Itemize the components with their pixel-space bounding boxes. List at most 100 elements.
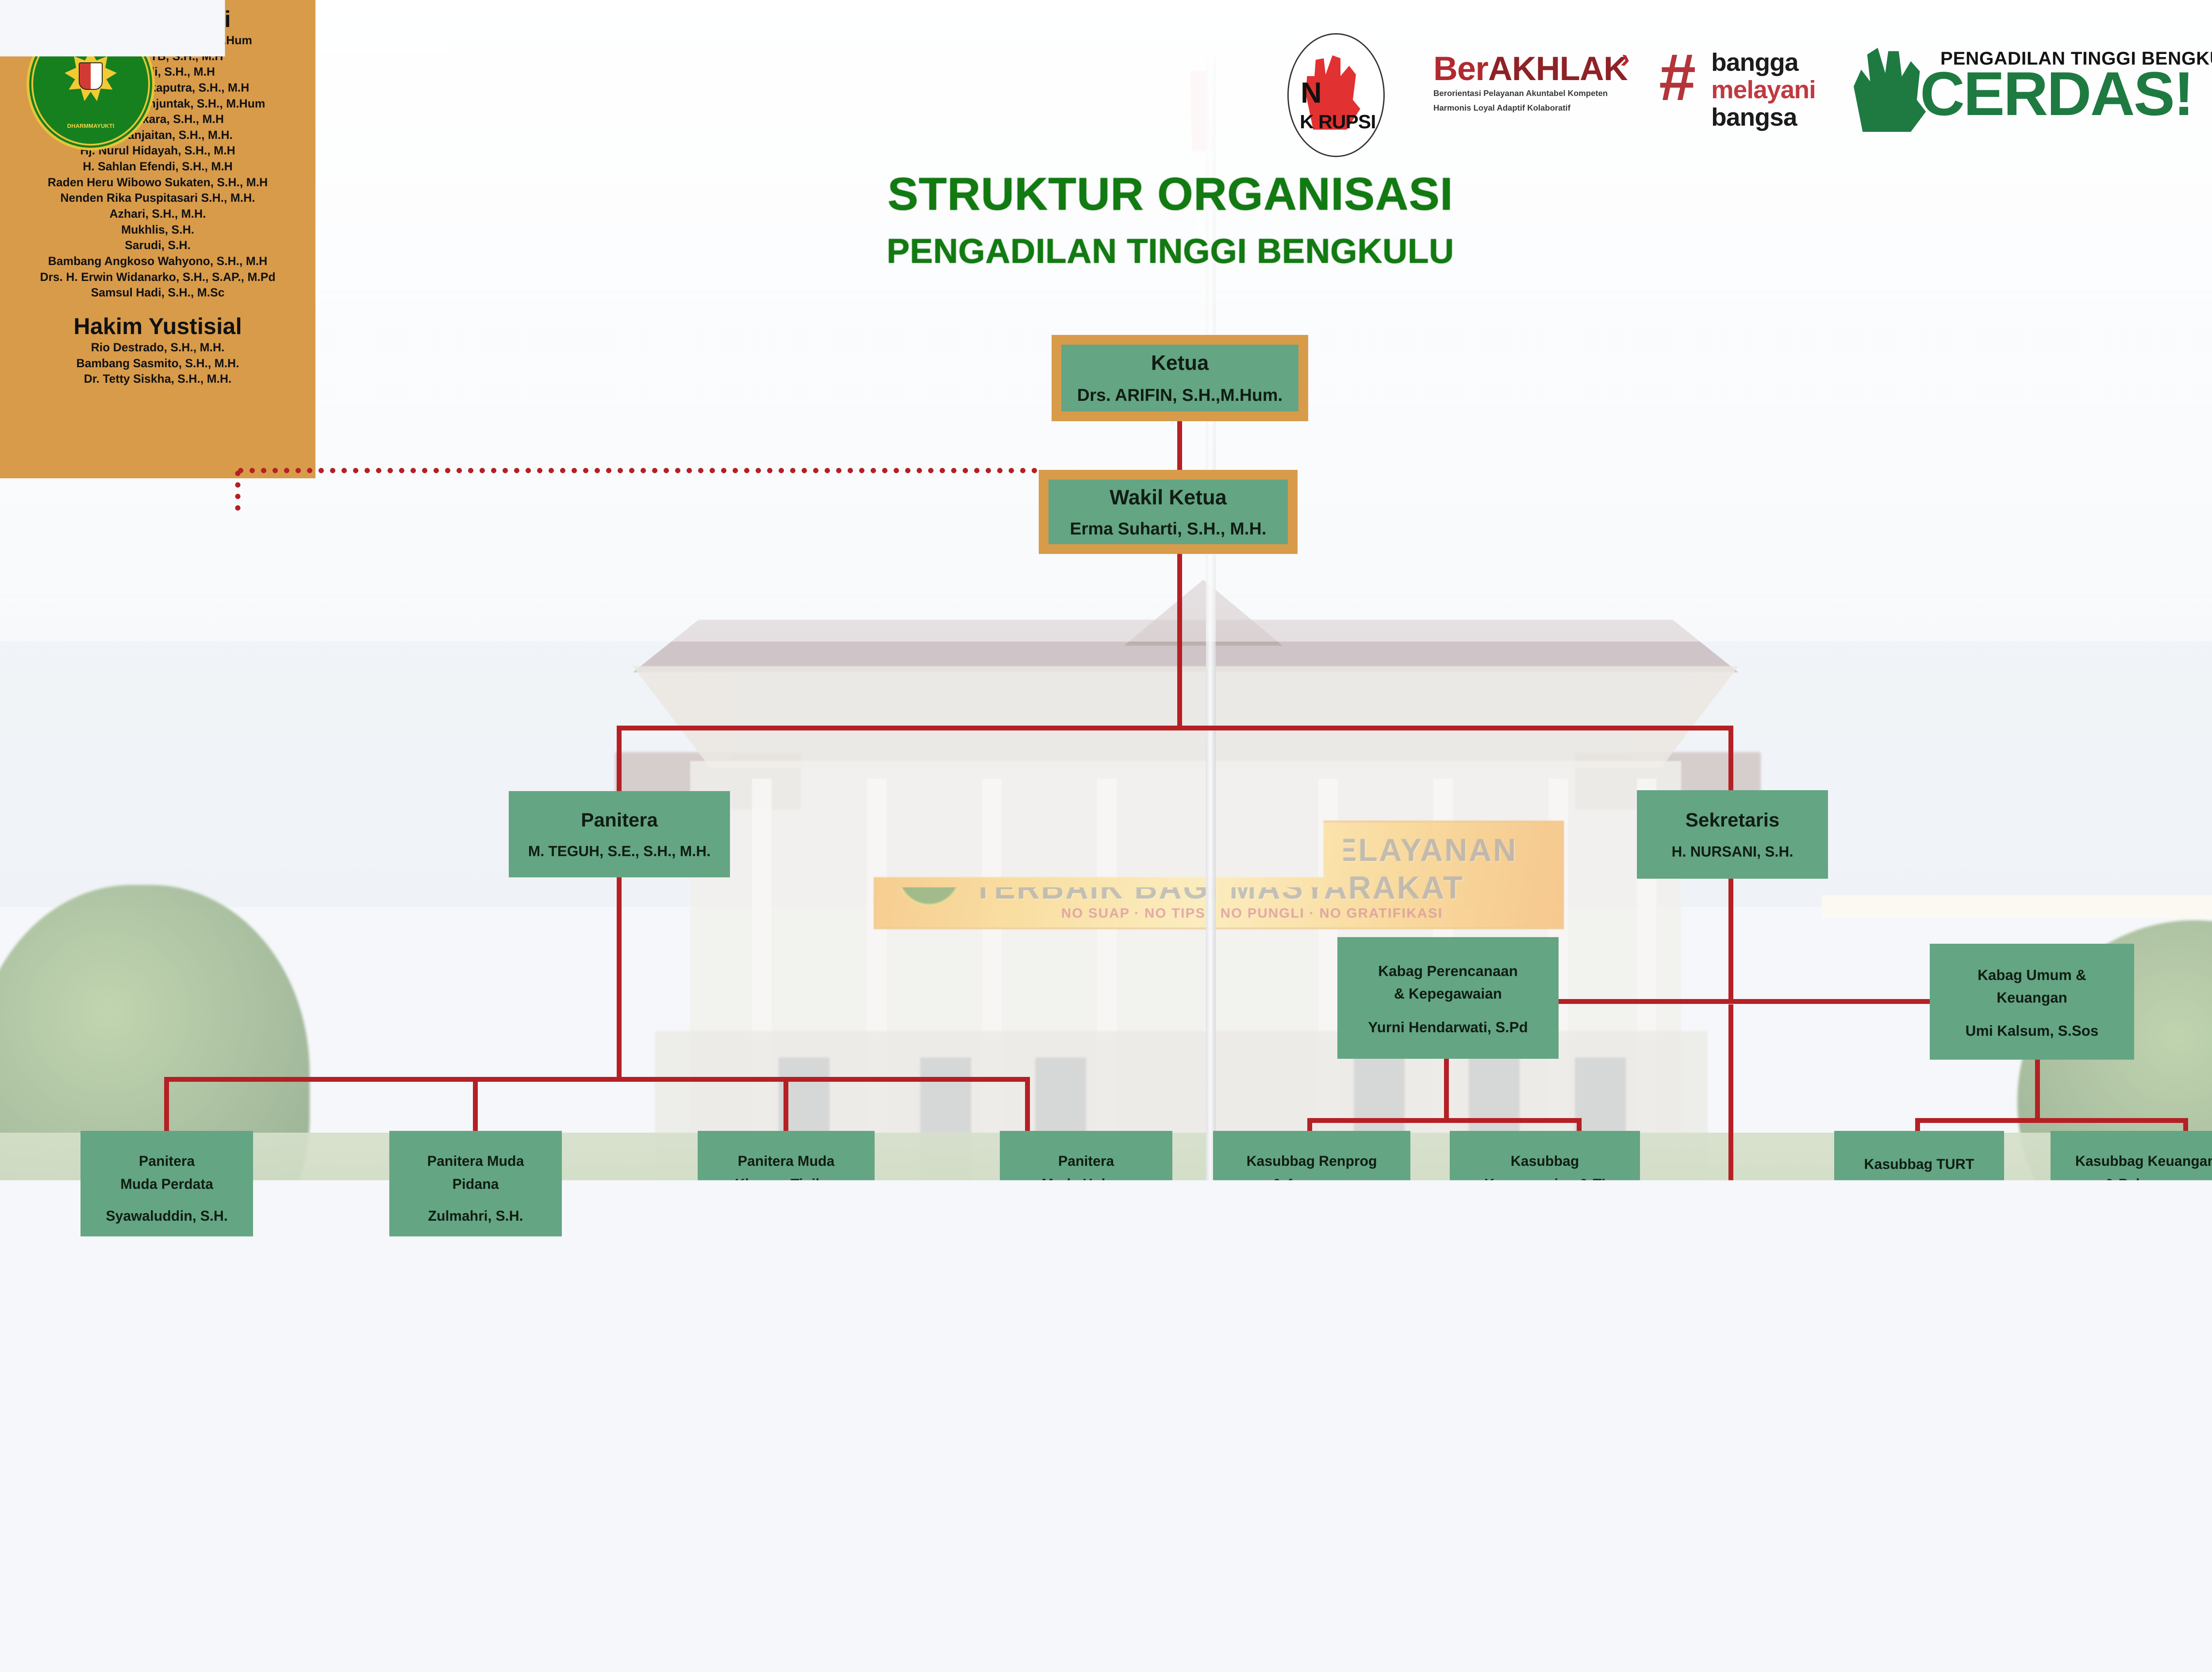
connector-down-panitera [617,726,622,792]
page-title-line-1: STRUKTUR ORGANISASI [0,168,2212,221]
node-name: Manzir, S.H. [746,1207,826,1225]
panel-kepaniteraan-title-line-1: Kelompok Jabatan Fungsional [432,1362,851,1387]
node-role-line-1: Panitera Muda [427,1150,524,1173]
node-name: Rina Astuti, S.E. [2091,1207,2200,1225]
node-kabag-umum-name: Umi Kalsum, S.Sos [1966,1022,2099,1040]
page-title-line-2: PENGADILAN TINGGI BENGKULU [0,231,2212,271]
panitera-pengganti-name: Garini Martati, S.H. [634,1501,757,1523]
node-role: Kasubbag TURT [1864,1153,1974,1176]
node-ketua-name: Drs. ARIFIN, S.H.,M.Hum. [1077,385,1283,406]
connector-panitera-down [617,877,622,1081]
node-kasubbag-kepegawaian-ti[interactable]: Kasubbag Kepegawaian & TI M. Ali El Fahm… [1450,1131,1640,1244]
connector-ketua-wakil [1177,421,1182,471]
node-role-line-2: Muda Perdata [120,1173,213,1196]
node-role: Kasubbag Keuangan & Pelaporan [2075,1150,2212,1196]
node-role-line-1: Kasubbag TURT [1864,1153,1974,1176]
panel-kesekretariatan-title: Kelompok Jabatan Fungsional Kesekretaria… [1489,1364,1989,1381]
node-panitera-muda-pidana[interactable]: Panitera Muda Pidana Zulmahri, S.H. [389,1131,562,1244]
node-role-line-1: Kasubbag [1484,1150,1605,1173]
connector-bar-panitera-sekretaris [617,726,1733,730]
berakhlak-suffix: AKHLAK [1488,50,1628,88]
node-kabag-perencanaan-role: Kabag Perencanaan & Kepegawaian [1378,960,1517,1005]
panitera-pengganti-name: Fatmawati, S.H. [634,1479,757,1501]
node-name: Irwan Hemdi, S.H. [1026,1207,1146,1225]
node-wakil-ketua[interactable]: Wakil Ketua Erma Suharti, S.H., M.H. [1039,470,1298,554]
dotted-connector-hakim-horizontal [235,468,1042,473]
panitera-pengganti-name: Nazori, S.H. [526,1485,607,1507]
node-role-line-1: Kasubbag Renprog [1246,1150,1377,1173]
kesekretariatan-list-item: 5. Pranata Keuangan APBN: Sesti Sapitri,… [1489,1500,1989,1520]
panel-jabatan-fungsional-kepaniteraan[interactable]: Kelompok Jabatan Fungsional Kepaniteraan… [420,1353,863,1578]
node-kabag-umum[interactable]: Kabag Umum & Keuangan Umi Kalsum, S.Sos [1930,944,2134,1060]
court-seal-logo: PENGADILAN TINGGI BENGKULU DHARMMAYUKTI [27,18,155,150]
node-role: Panitera Muda Pidana [427,1150,524,1196]
dotted-connector-hakim-vertical [235,468,241,516]
connector-down-pm-pidana [473,1077,478,1131]
no-korupsi-line-1: N [1301,76,1322,109]
node-kasubbag-renprog-anggaran[interactable]: Kasubbag Renprog & Anggaran Fidiyah Sist… [1213,1131,1410,1244]
hakim-yustisial-name: Bambang Sasmito, S.H., M.H. [8,356,307,372]
node-panitera-muda-perdata[interactable]: Panitera Muda Perdata Syawaluddin, S.H. [81,1131,253,1244]
node-sekretaris[interactable]: Sekretaris H. NURSANI, S.H. [1637,790,1828,879]
panel-jabatan-fungsional-kesekretariatan[interactable]: Kelompok Jabatan Fungsional Kesekretaria… [1475,1353,2002,1578]
bangga-melayani-bangsa-logo: # bangga melayani bangsa [1659,48,1832,138]
seal-arc-text: PENGADILAN TINGGI BENGKULU [27,28,155,48]
hakim-yustisial-name: Dr. Tetty Siskha, S.H., M.H. [8,371,307,387]
hakim-yustisial-title: Hakim Yustisial [8,313,307,340]
node-kabag-umum-role: Kabag Umum & Keuangan [1978,964,2086,1009]
node-kasubbag-keuangan-pelaporan[interactable]: Kasubbag Keuangan & Pelaporan Rina Astut… [2051,1131,2212,1244]
connector-down-pm-tipikor [783,1077,788,1131]
node-kabag-perencanaan[interactable]: Kabag Perencanaan & Kepegawaian Yurni He… [1337,937,1559,1059]
connector-sekretaris-down [1728,879,1733,1002]
panel-kepaniteraan-title: Kelompok Jabatan Fungsional Kepaniteraan… [432,1362,851,1412]
connector-kabag-umum-down [2035,1060,2040,1122]
node-name: Fidiyah Sistona, SE [1246,1207,1378,1225]
panel-kepaniteraan-names-right: Fatmawati, S.H.Garini Martati, S.H. [634,1479,757,1530]
node-kasubbag-turt[interactable]: Kasubbag TURT Linda Nora, S.Kom., S.H [1834,1131,2004,1244]
connector-bar-panitera-units [164,1077,1030,1082]
berakhlak-tagline-1: Berorientasi Pelayanan Akuntabel Kompete… [1433,88,1628,100]
raised-hand-icon [1854,48,1929,132]
bangga-line-1: bangga [1711,48,1798,77]
hakim-tinggi-name: Samsul Hadi, S.H., M.Sc [8,285,307,301]
kesekretariatan-list-item: 6. Pengelola PBJ: Irdian Nofriansyah, S.… [1489,1520,1989,1540]
kesekretariatan-list-item: 3. Analis SDM Aparatur: Friesda R. Rumon… [1489,1440,1989,1460]
connector-panel-kesekretariatan [1728,1004,1733,1354]
no-korupsi-logo: N K RUPSI [1287,33,1385,157]
connector-panel-kepaniteraan [617,1244,622,1354]
node-name: M. Ali El Fahmi, S.T. [1479,1207,1611,1225]
no-korupsi-line-2: K RUPSI [1300,111,1375,133]
panitera-pengganti-name: Darno, S.H. [526,1463,607,1485]
kesekretariatan-list-item: M. Prana Cahaya, S.Kom., S.H., Rika Angg… [1489,1460,1989,1480]
node-kabag-umum-role-line-2: Keuangan [1978,986,2086,1009]
node-ketua[interactable]: Ketua Drs. ARIFIN, S.H.,M.Hum. [1052,335,1308,421]
node-kabag-perencanaan-role-line-1: Kabag Perencanaan [1378,960,1517,982]
node-role-line-2: Khusus Tipikor [735,1173,837,1196]
connector-down-pm-hukum [1025,1077,1030,1131]
hakim-yustisial-list: Rio Destrado, S.H., M.H.Bambang Sasmito,… [8,340,307,387]
node-kabag-perencanaan-name: Yurni Hendarwati, S.Pd [1368,1019,1528,1036]
node-wakil-ketua-name: Erma Suharti, S.H., M.H. [1070,519,1266,540]
node-panitera-role: Panitera [581,808,658,832]
berakhlak-prefix: Ber [1433,50,1488,88]
panitera-pengganti-name: Kardini, S.H. [526,1507,607,1530]
bangga-line-3: bangsa [1711,103,1797,132]
seal-ribbon-text: DHARMMAYUKTI [27,123,155,129]
berakhlak-logo: BerAKHLAK › Berorientasi Pelayanan Akunt… [1433,53,1628,137]
hakim-tinggi-name: Drs. H. Erwin Widanarko, S.H., S.AP., M.… [8,269,307,285]
node-role: Panitera Muda Hukum [1042,1150,1131,1196]
hashtag-icon: # [1659,50,1696,104]
node-role: Kasubbag Kepegawaian & TI [1484,1150,1605,1196]
panel-kesekretariatan-list: 1. Pranata Komputer: Agief Muftahid, S.K… [1489,1400,1989,1540]
panel-kepaniteraan-title-line-2: Kepaniteraan : [432,1387,851,1412]
cerdas-logo: PENGADILAN TINGGI BENGKULU CERDAS! [1854,44,2212,142]
berakhlak-tagline-2: Harmonis Loyal Adaptif Kolaboratif [1433,102,1628,114]
node-panitera-muda-khusus-tipikor[interactable]: Panitera Muda Khusus Tipikor Manzir, S.H… [698,1131,875,1244]
node-kabag-umum-role-line-1: Kabag Umum & [1978,964,2086,986]
node-panitera[interactable]: Panitera M. TEGUH, S.E., S.H., M.H. [509,791,730,877]
panel-kepaniteraan-names-left: Darno, S.H.Nazori, S.H.Kardini, S.H. [526,1463,607,1530]
node-name: Linda Nora, S.Kom., S.H [1839,1187,1999,1222]
node-panitera-muda-hukum[interactable]: Panitera Muda Hukum Irwan Hemdi, S.H. [1000,1131,1172,1244]
connector-wakil-trunk [1177,554,1182,728]
node-wakil-ketua-role: Wakil Ketua [1110,484,1227,510]
